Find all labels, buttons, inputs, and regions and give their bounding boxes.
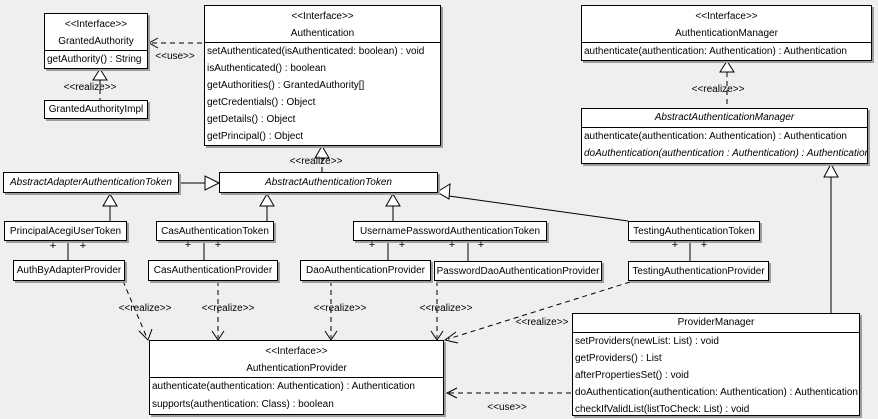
class-auth-by-adapter-provider: AuthByAdapterProvider — [13, 260, 125, 281]
class-name: AuthenticationProvider — [246, 363, 347, 374]
class-name: GrantedAuthorityImpl — [48, 104, 144, 115]
class-principal-acegi-user-token: PrincipalAcegiUserToken — [4, 221, 127, 241]
generalization-adapter-token — [178, 175, 221, 191]
realize-label: <<realize>> — [201, 303, 255, 314]
method: checkIfValidList(listToCheck: List) : vo… — [575, 404, 750, 415]
stereotype: <<Interface>> — [64, 19, 128, 30]
multiplicity-plus: + — [368, 239, 376, 251]
class-name: ProviderManager — [573, 314, 859, 333]
multiplicity-plus: + — [477, 239, 485, 251]
method: setProviders(newList: List) : void — [575, 336, 719, 347]
method: supports(authentication: Class) : boolea… — [152, 399, 334, 410]
method: afterPropertiesSet() : void — [575, 370, 689, 381]
multiplicity-plus: + — [214, 239, 222, 251]
generalization-usernamepassword-token — [385, 193, 401, 221]
class-authentication-manager: <<Interface>> AuthenticationManager auth… — [581, 5, 872, 61]
class-provider-manager: ProviderManager setProviders(newList: Li… — [572, 313, 860, 416]
realize-authbyadapter-provider — [122, 280, 153, 341]
realize-label: <<realize>> — [118, 303, 172, 314]
class-name: PasswordDaoAuthenticationProvider — [436, 265, 600, 277]
method: doAuthentication(authentication: Authent… — [575, 387, 858, 398]
class-authentication: <<Interface>> Authentication setAuthenti… — [204, 5, 441, 146]
class-testing-authentication-provider: TestingAuthenticationProvider — [628, 261, 769, 281]
class-cas-authentication-token: CasAuthenticationToken — [156, 221, 274, 241]
class-name: Authentication — [290, 28, 355, 39]
method: getAuthorities() : GrantedAuthority[] — [207, 80, 365, 91]
method: getPrincipal() : Object — [207, 131, 304, 142]
realize-token-authentication — [314, 145, 330, 172]
realize-testing-provider — [443, 281, 631, 344]
method: isAuthenticated() : boolean — [207, 63, 326, 74]
multiplicity-plus: + — [671, 239, 679, 251]
method: authenticate(authentication: Authenticat… — [584, 46, 847, 57]
realize-label: <<realize>> — [313, 303, 367, 314]
class-name: AbstractAdapterAuthenticationToken — [10, 177, 172, 188]
method: doAuthentication(authentication : Authen… — [584, 148, 868, 159]
class-testing-authentication-token: TestingAuthenticationToken — [628, 221, 760, 241]
class-name: GrantedAuthority — [58, 36, 134, 47]
stereotype: <<Interface>> — [695, 11, 758, 22]
class-name: UsernamePasswordAuthenticationToken — [359, 225, 541, 237]
class-abstract-authentication-manager: AbstractAuthenticationManager authentica… — [581, 108, 868, 164]
generalization-testing-token — [436, 183, 629, 222]
class-cas-authentication-provider: CasAuthenticationProvider — [148, 260, 278, 281]
use-label: <<use>> — [155, 51, 195, 62]
class-granted-authority: <<Interface>> GrantedAuthority getAuthor… — [44, 13, 148, 69]
use-authentication-grantedauthority — [147, 37, 204, 49]
generalization-cas-token — [259, 193, 275, 221]
multiplicity-plus: + — [79, 240, 87, 252]
class-name: AbstractAuthenticationManager — [582, 109, 867, 128]
method: setAuthenticated(isAuthenticated: boolea… — [207, 46, 425, 57]
realize-label: <<realize>> — [691, 84, 745, 95]
generalization-providermanager — [823, 162, 839, 313]
use-providermanager-authenticationprovider — [445, 387, 572, 399]
class-name: PrincipalAcegiUserToken — [9, 225, 122, 237]
stereotype: <<Interface>> — [265, 346, 328, 357]
method: getProviders() : List — [575, 353, 662, 364]
realize-abstractmanager — [719, 60, 735, 108]
multiplicity-plus: + — [184, 239, 192, 251]
multiplicity-plus: + — [700, 239, 708, 251]
realize-grantedauthorityimpl — [92, 68, 108, 100]
multiplicity-plus: + — [49, 240, 57, 252]
generalization-principal-adapter — [102, 193, 118, 221]
class-name: DaoAuthenticationProvider — [306, 265, 425, 276]
method: getDetails() : Object — [207, 114, 296, 125]
class-username-password-authentication-token: UsernamePasswordAuthenticationToken — [353, 221, 547, 241]
use-label: <<use>> — [487, 402, 527, 413]
multiplicity-plus: + — [448, 239, 456, 251]
class-name: CasAuthenticationProvider — [153, 265, 273, 276]
method: authenticate(authentication: Authenticat… — [584, 131, 847, 142]
class-abstract-authentication-token: AbstractAuthenticationToken — [219, 172, 438, 193]
stereotype: <<Interface>> — [291, 11, 354, 22]
method: getAuthority() : String — [47, 54, 142, 65]
class-dao-authentication-provider: DaoAuthenticationProvider — [300, 260, 431, 281]
method: authenticate(authentication: Authenticat… — [152, 381, 415, 392]
class-name: CasAuthenticationToken — [161, 225, 269, 237]
class-authentication-provider: <<Interface>> AuthenticationProvider aut… — [149, 340, 444, 415]
class-name: TestingAuthenticationProvider — [632, 265, 765, 277]
class-name: AuthenticationManager — [675, 28, 778, 39]
realize-label: <<realize>> — [289, 156, 343, 167]
realize-label: <<realize>> — [515, 317, 569, 328]
realize-label: <<realize>> — [63, 82, 117, 93]
class-name: TestingAuthenticationToken — [633, 225, 755, 237]
class-name: AbstractAuthenticationToken — [265, 177, 392, 188]
class-password-dao-authentication-provider: PasswordDaoAuthenticationProvider — [434, 261, 602, 281]
multiplicity-plus: + — [398, 239, 406, 251]
class-granted-authority-impl: GrantedAuthorityImpl — [44, 100, 148, 119]
class-abstract-adapter-authentication-token: AbstractAdapterAuthenticationToken — [3, 172, 179, 193]
method: getCredentials() : Object — [207, 97, 316, 108]
class-name: AuthByAdapterProvider — [16, 265, 122, 276]
realize-label: <<realize>> — [419, 303, 473, 314]
